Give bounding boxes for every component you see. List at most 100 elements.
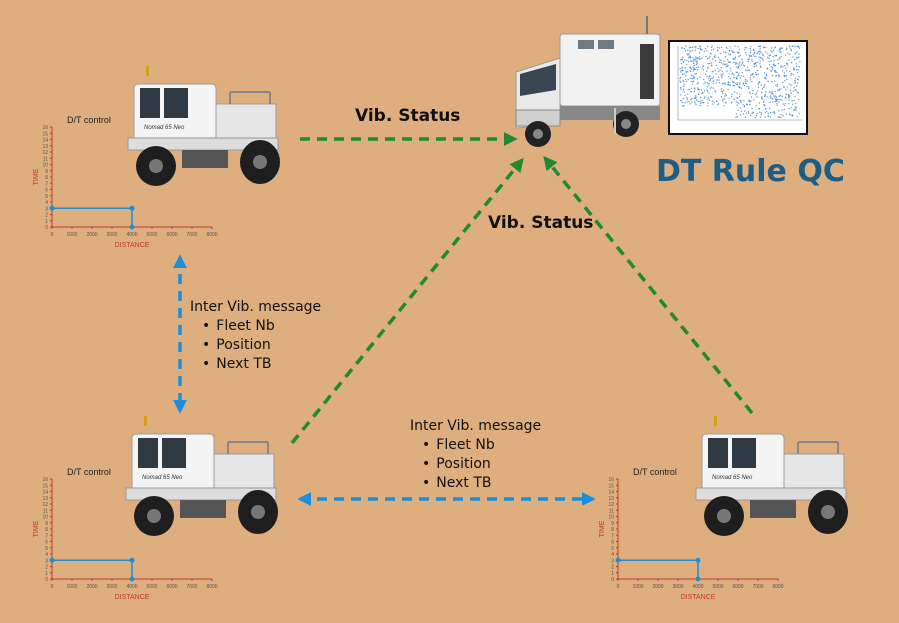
- scatter-point: [788, 97, 790, 99]
- scatter-point: [771, 68, 774, 70]
- scatter-point: [695, 104, 697, 106]
- scatter-point: [740, 110, 743, 112]
- recording-truck-icon: [515, 16, 661, 147]
- message-item: Position: [202, 336, 321, 355]
- scatter-point: [776, 71, 778, 73]
- scatter-point: [788, 45, 791, 47]
- scatter-point: [749, 79, 752, 81]
- scatter-point: [764, 104, 766, 106]
- scatter-point: [791, 115, 793, 117]
- scatter-point: [737, 67, 739, 69]
- scatter-point: [679, 77, 681, 80]
- scatter-point: [767, 80, 770, 83]
- scatter-point: [705, 47, 707, 50]
- x-tick-label: 8000: [772, 584, 783, 590]
- scatter-point: [764, 77, 766, 79]
- scatter-point: [680, 99, 682, 102]
- scatter-point: [703, 97, 705, 100]
- scatter-point: [709, 96, 712, 98]
- scatter-point: [708, 75, 711, 78]
- scatter-point: [793, 67, 795, 69]
- scatter-point: [779, 57, 781, 59]
- scatter-point: [731, 101, 733, 103]
- scatter-point: [779, 51, 782, 53]
- scatter-point: [724, 93, 727, 95]
- scatter-point: [747, 112, 750, 115]
- scatter-point: [718, 79, 720, 81]
- scatter-point: [761, 91, 763, 94]
- time-marker: [49, 557, 55, 563]
- scatter-point: [690, 60, 693, 62]
- x-tick-label: 8000: [206, 584, 217, 590]
- scatter-point: [701, 49, 703, 51]
- scatter-point: [745, 51, 747, 54]
- y-tick-label: 7: [611, 533, 614, 539]
- scatter-point: [780, 88, 782, 90]
- scatter-point: [741, 62, 744, 64]
- scatter-point: [790, 107, 792, 109]
- scatter-point: [757, 61, 759, 63]
- scatter-point: [736, 92, 738, 94]
- scatter-point: [771, 91, 774, 93]
- scatter-point: [693, 101, 696, 103]
- scatter-point: [752, 111, 754, 114]
- scatter-point: [718, 61, 721, 64]
- scatter-point: [749, 103, 751, 106]
- scatter-point: [684, 67, 686, 69]
- scatter-point: [754, 93, 757, 96]
- scatter-point: [760, 112, 762, 114]
- scatter-point: [710, 46, 713, 49]
- scatter-point: [681, 66, 683, 68]
- scatter-point: [711, 49, 713, 51]
- scatter-point: [756, 112, 758, 115]
- scatter-point: [724, 51, 727, 54]
- scatter-point: [751, 60, 753, 63]
- scatter-point: [720, 73, 722, 75]
- time-axis-label: TIME: [33, 520, 40, 537]
- vib-status-label-middle: Vib. Status: [488, 213, 594, 233]
- scatter-point: [755, 72, 757, 74]
- scatter-point: [683, 84, 685, 86]
- scatter-point: [743, 65, 746, 67]
- scatter-point: [694, 56, 697, 58]
- scatter-point: [729, 84, 731, 86]
- scatter-point: [756, 53, 758, 55]
- y-tick-label: 9: [611, 521, 614, 527]
- y-tick-label: 1: [611, 571, 614, 577]
- distance-axis-label: DISTANCE: [115, 594, 150, 601]
- scatter-point: [736, 83, 739, 86]
- scatter-point: [789, 47, 791, 49]
- scatter-point: [684, 94, 686, 96]
- scatter-point: [702, 69, 705, 71]
- scatter-point: [686, 59, 688, 62]
- scatter-point: [752, 48, 755, 51]
- scatter-point: [744, 110, 746, 112]
- scatter-point: [684, 102, 686, 104]
- scatter-point: [695, 96, 697, 98]
- scatter-point: [742, 82, 744, 84]
- scatter-point: [703, 90, 706, 92]
- scatter-point: [679, 86, 682, 89]
- scatter-point: [735, 116, 737, 119]
- scatter-point: [707, 68, 709, 70]
- scatter-point: [755, 105, 757, 107]
- scatter-point: [775, 75, 777, 77]
- scatter-point: [799, 61, 801, 63]
- scatter-point: [781, 70, 784, 72]
- scatter-point: [759, 50, 761, 53]
- scatter-point: [798, 53, 800, 55]
- scatter-point: [694, 73, 696, 75]
- scatter-point: [733, 98, 735, 100]
- scatter-point: [747, 111, 750, 113]
- scatter-point: [735, 113, 738, 115]
- message-item: Fleet Nb: [202, 317, 321, 336]
- scatter-point: [690, 87, 693, 90]
- dt-point: [695, 557, 701, 563]
- x-tick-label: 1000: [66, 232, 77, 238]
- y-tick-label: 1: [45, 219, 48, 225]
- scatter-point: [782, 103, 784, 105]
- scatter-point: [729, 77, 732, 80]
- scatter-point: [778, 116, 781, 118]
- scatter-point: [750, 100, 752, 102]
